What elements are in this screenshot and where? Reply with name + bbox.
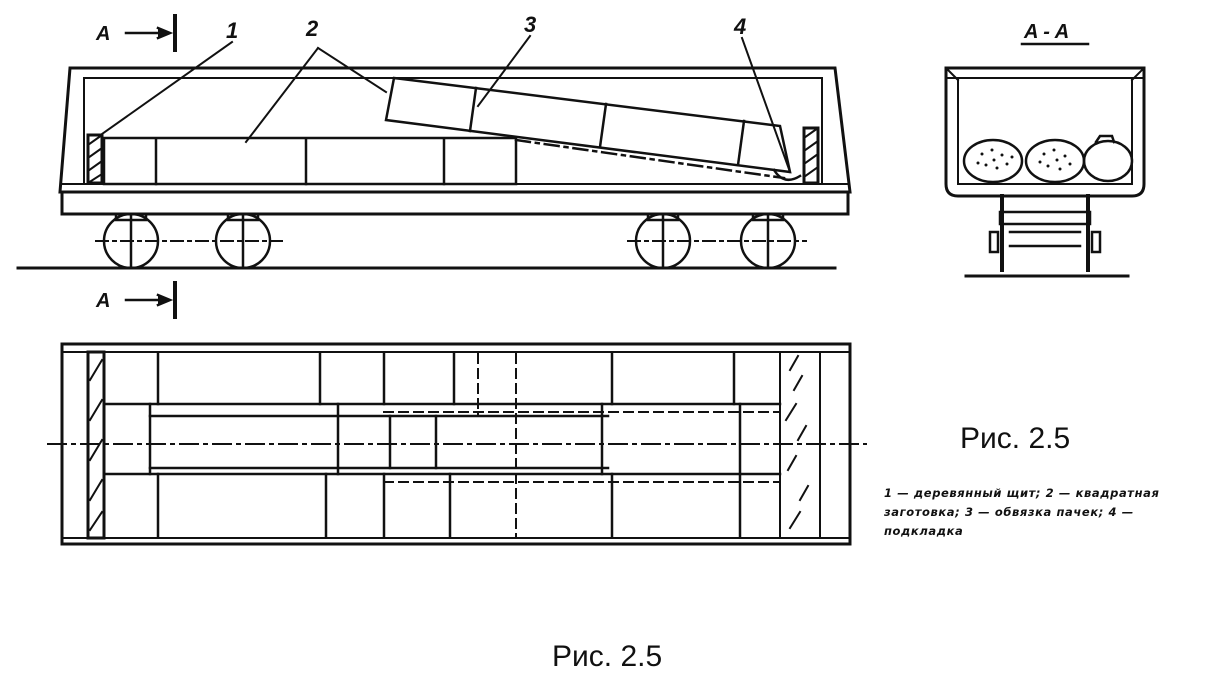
figure-caption-right: Рис. 2.5 bbox=[960, 422, 1071, 455]
billet-row-bottom bbox=[102, 136, 518, 186]
leader-lines bbox=[100, 34, 792, 174]
billet-joints bbox=[148, 352, 742, 538]
section-bogie bbox=[988, 194, 1102, 272]
billet-bundle-inclined bbox=[384, 76, 792, 180]
section-mark-bottom bbox=[124, 281, 177, 319]
section-body bbox=[944, 66, 1146, 198]
top-view bbox=[47, 342, 867, 546]
callout-1: 1 bbox=[226, 18, 238, 43]
callout-3: 3 bbox=[524, 12, 536, 37]
wheels bbox=[95, 212, 807, 270]
callout-2: 2 bbox=[305, 16, 319, 41]
figure-caption-bottom: Рис. 2.5 bbox=[552, 640, 663, 673]
figure-legend: 1 — деревянный щит; 2 — квадратная загот… bbox=[884, 486, 1160, 538]
section-view bbox=[944, 42, 1146, 278]
section-title: A - A bbox=[1023, 21, 1069, 43]
car-body bbox=[58, 66, 852, 194]
wooden-shield-right bbox=[802, 126, 820, 185]
section-mark-bottom-label: A bbox=[95, 290, 110, 312]
side-view bbox=[16, 14, 852, 319]
billet-rows bbox=[102, 402, 782, 476]
section-mark-top bbox=[124, 14, 177, 52]
billet-sections bbox=[962, 134, 1134, 184]
car-frame bbox=[60, 190, 850, 216]
support-pad bbox=[772, 168, 802, 182]
callout-4: 4 bbox=[733, 14, 746, 39]
section-mark-top-label: A bbox=[95, 23, 110, 45]
